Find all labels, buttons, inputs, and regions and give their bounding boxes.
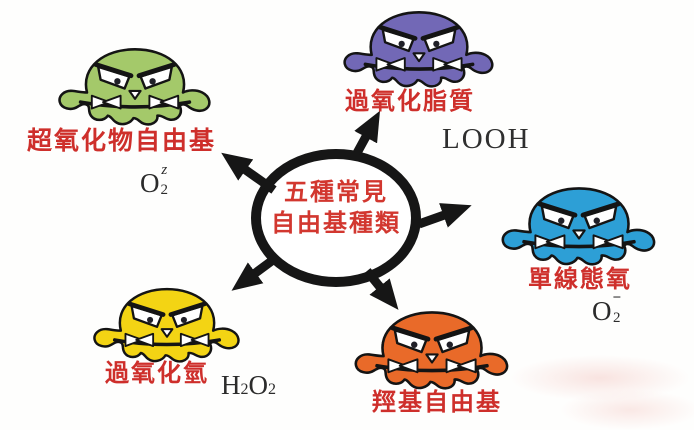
hydrogen-peroxide-label: 過氧化氫 [105, 360, 209, 387]
superoxide-label: 超氧化物自由基 [27, 127, 217, 155]
hydrogen-peroxide-monster-icon [72, 283, 262, 363]
singlet-oxygen-formula: O− 2 [592, 291, 621, 326]
arrow-to-singlet-oxygen [417, 203, 472, 229]
superoxide-monster-icon [55, 42, 215, 127]
singlet-oxygen-formula-base: O [592, 296, 612, 326]
h2o2-o: O [248, 370, 269, 400]
arrow-to-hydroxyl [363, 268, 399, 310]
h2o2-h-sub: 2 [240, 381, 249, 398]
hub-title-line2: 自由基種類 [271, 210, 401, 237]
hub-title: 五種常見 自由基種類 [249, 177, 423, 239]
looh-formula: LOOH [442, 123, 531, 155]
arrow-to-lipid-peroxide [353, 110, 381, 156]
singlet-oxygen-monster-icon [494, 182, 664, 266]
lipid-peroxide-monster-icon [325, 6, 513, 88]
h2o2-h: H [221, 370, 241, 400]
hub-title-line1: 五種常見 [284, 179, 388, 206]
hydroxyl-label: 羥基自由基 [372, 389, 502, 416]
superoxide-formula-base: O [140, 168, 160, 198]
singlet-oxygen-label: 單線態氧 [528, 266, 632, 293]
lipid-peroxide-label: 過氧化脂質 [345, 88, 475, 115]
arrow-to-hydrogen-peroxide [231, 253, 280, 291]
hub-circle [251, 149, 421, 287]
hydroxyl-monster-icon [341, 306, 523, 390]
superoxide-formula-sup: z [161, 162, 168, 178]
singlet-oxygen-formula-sup: − [612, 290, 622, 306]
arrow-to-superoxide [221, 152, 277, 194]
h2o2-o-sub: 2 [268, 381, 276, 398]
superoxide-formula-sub: 2 [160, 182, 169, 198]
singlet-oxygen-formula-sub: 2 [613, 310, 621, 326]
